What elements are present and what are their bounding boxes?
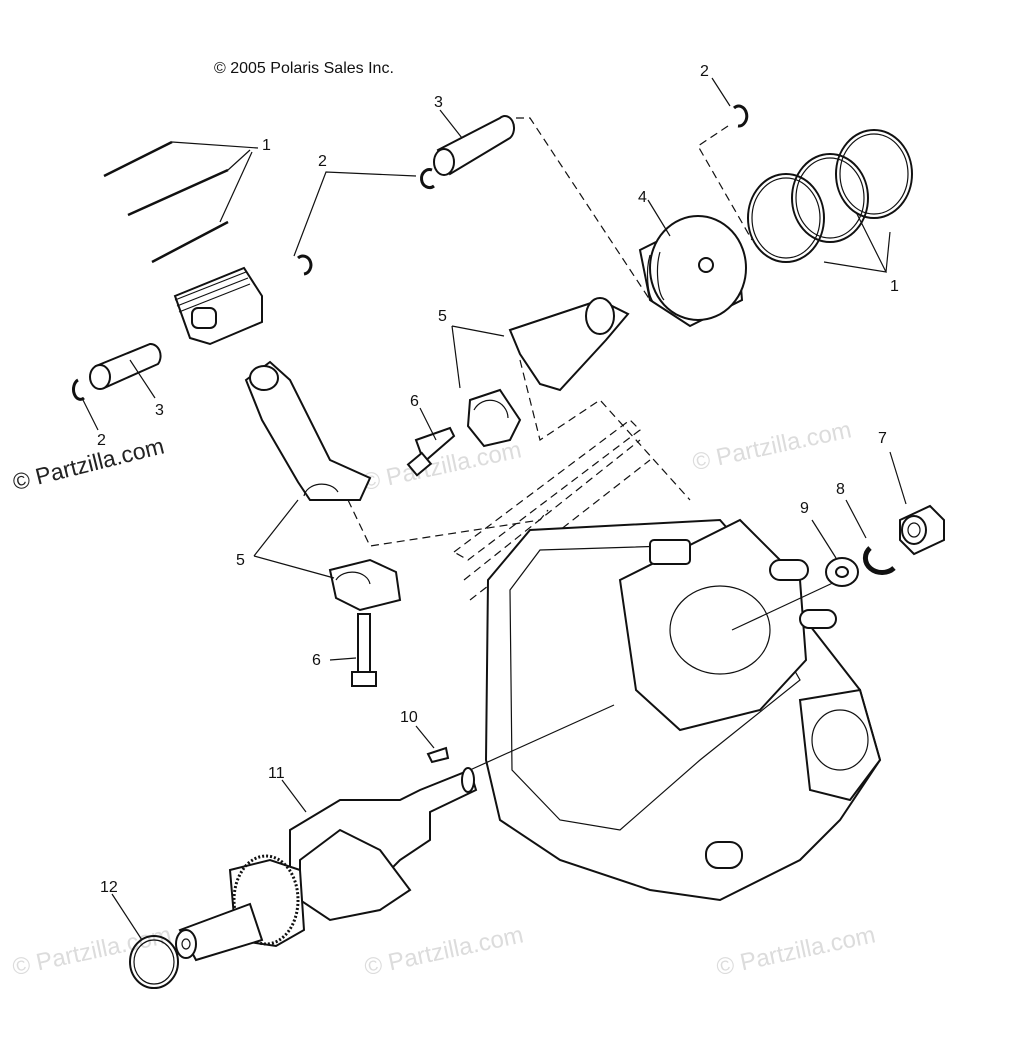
callout-4: 4 [638, 189, 647, 206]
callout-5-lower: 5 [236, 552, 245, 569]
crankcase [452, 419, 882, 902]
callout-6-lower: 6 [312, 652, 321, 669]
piston-rings-left [103, 140, 259, 264]
connecting-rod-left [244, 360, 549, 612]
callout-2-top-right: 2 [700, 63, 709, 80]
rod-bolt-lower [329, 613, 377, 687]
callout-8: 8 [836, 481, 845, 498]
callout-1-left: 1 [262, 137, 271, 154]
copyright-notice: © 2005 Polaris Sales Inc. [214, 60, 394, 77]
callout-5-upper: 5 [438, 308, 447, 325]
connecting-rod-upper [451, 297, 691, 501]
callout-2-bottom-left: 2 [97, 432, 106, 449]
nut [889, 451, 945, 556]
circlip-top-left [293, 168, 435, 276]
callout-3-left: 3 [155, 402, 164, 419]
callout-2-top-left: 2 [318, 153, 327, 170]
callout-12: 12 [100, 879, 118, 896]
wrist-pin-top [433, 109, 515, 176]
rod-bolt-upper [406, 407, 456, 477]
thrust-washer [811, 519, 859, 587]
assembly-line [516, 117, 651, 301]
callout-10: 10 [400, 709, 418, 726]
crankshaft [175, 767, 478, 962]
callout-9: 9 [800, 500, 809, 517]
piston-left [173, 266, 263, 346]
callout-6-upper: 6 [410, 393, 419, 410]
woodruff-key [415, 725, 450, 764]
circlip-top-right [697, 77, 753, 241]
piston-rings-right [747, 129, 913, 273]
callout-11: 11 [268, 765, 285, 782]
retaining-clip [845, 499, 896, 575]
callout-1-right: 1 [890, 278, 899, 295]
o-ring [111, 893, 179, 989]
wrist-pin-left [89, 343, 162, 399]
circlip-bottom-left [72, 378, 99, 431]
callout-7: 7 [878, 430, 887, 447]
callout-3-top: 3 [434, 94, 443, 111]
piston-right [638, 199, 747, 328]
